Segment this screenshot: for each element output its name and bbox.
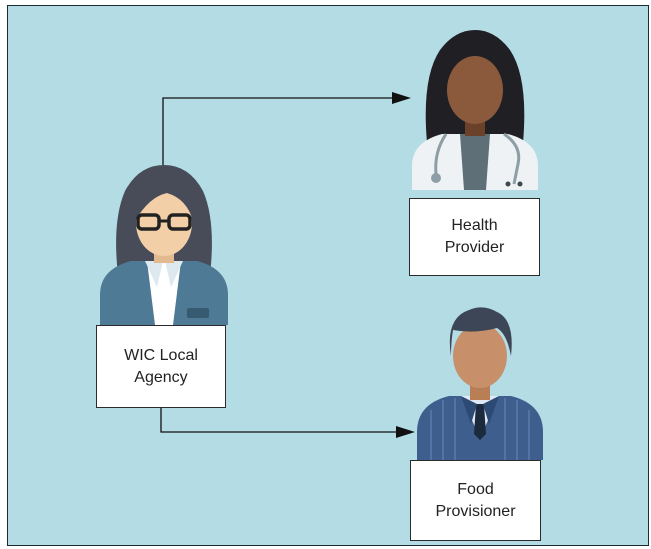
node-label-line: Provider bbox=[444, 239, 505, 256]
edge-wic-to-health-provider bbox=[162, 97, 396, 165]
man-in-suit-icon bbox=[417, 307, 543, 460]
node-label-line: WIC Local bbox=[124, 346, 198, 364]
arrowhead-health-provider bbox=[392, 92, 411, 104]
node-label-line: Health bbox=[451, 217, 498, 234]
arrowhead-food-provisioner bbox=[396, 426, 415, 438]
node-label-line: Agency bbox=[134, 368, 188, 386]
node-label-line: Food bbox=[457, 480, 494, 498]
node-wic-local-agency: WIC Local Agency bbox=[96, 325, 226, 408]
edge-wic-to-food-provisioner bbox=[160, 408, 400, 433]
node-health-provider: Health Provider bbox=[409, 198, 540, 276]
node-food-provisioner: Food Provisioner bbox=[410, 460, 541, 541]
doctor-with-stethoscope-icon bbox=[412, 30, 538, 190]
node-label-line: Provisioner bbox=[435, 502, 516, 520]
woman-with-glasses-icon bbox=[100, 165, 228, 325]
